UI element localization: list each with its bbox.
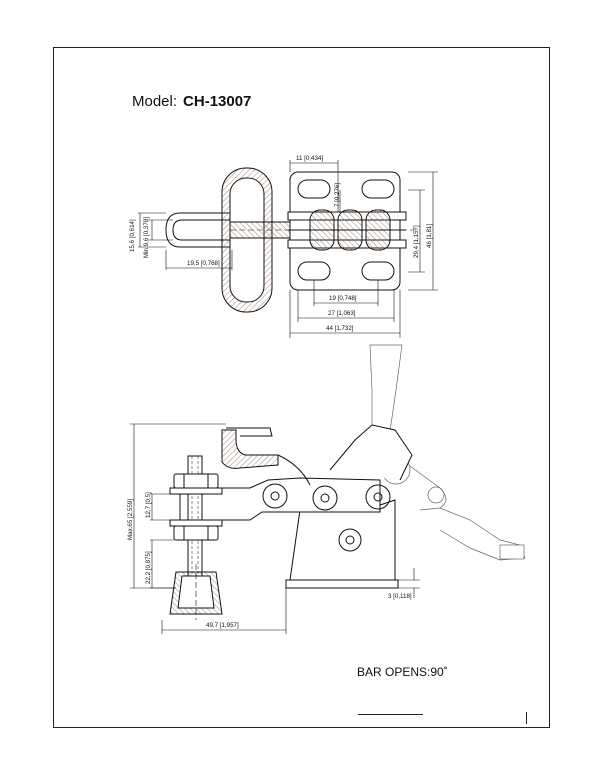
dim-min-gap: Min.9,6 [0,378] [143,217,150,258]
signature-line [358,714,423,715]
dim-hole-spacing-v: 29,4 [1,157] [413,225,420,258]
dim-base-width: 27 [1,063] [328,310,356,317]
corner-mark [526,712,527,724]
model-label: Model: [132,93,178,110]
top-view-dimensions [138,160,438,338]
model-title: Model: CH-13007 [132,93,251,110]
dim-max-height: Max.65 [2,559] [127,499,134,540]
dim-handle-grip: 15,6 [0,614] [129,219,136,252]
drawing-frame [53,47,550,728]
dim-base-thickness: 3 [0,118] [388,593,412,600]
model-code: CH-13007 [183,93,252,110]
side-view-dimensions [130,423,420,634]
side-view [169,344,526,620]
top-view [165,167,420,313]
dim-reach: 49,7 [1,957] [206,622,239,629]
dim-handle-reach: 19,5 [0,768] [187,260,220,267]
bar-opens-note: BAR OPENS:90˚ [357,665,448,679]
dim-base-height: 46 [1,81] [426,224,433,248]
dim-bar-thickness: 12,7 [0,5] [145,492,152,518]
dim-overall-width: 44 [1,732] [326,325,354,332]
dim-slot-width: 7 [0,276] [334,183,341,207]
dim-spindle-height: 22,2 [0,875] [145,551,152,584]
dim-pad-offset: 11 [0,434] [296,155,323,162]
dim-hole-spacing-h: 19 [0,748] [329,295,357,302]
